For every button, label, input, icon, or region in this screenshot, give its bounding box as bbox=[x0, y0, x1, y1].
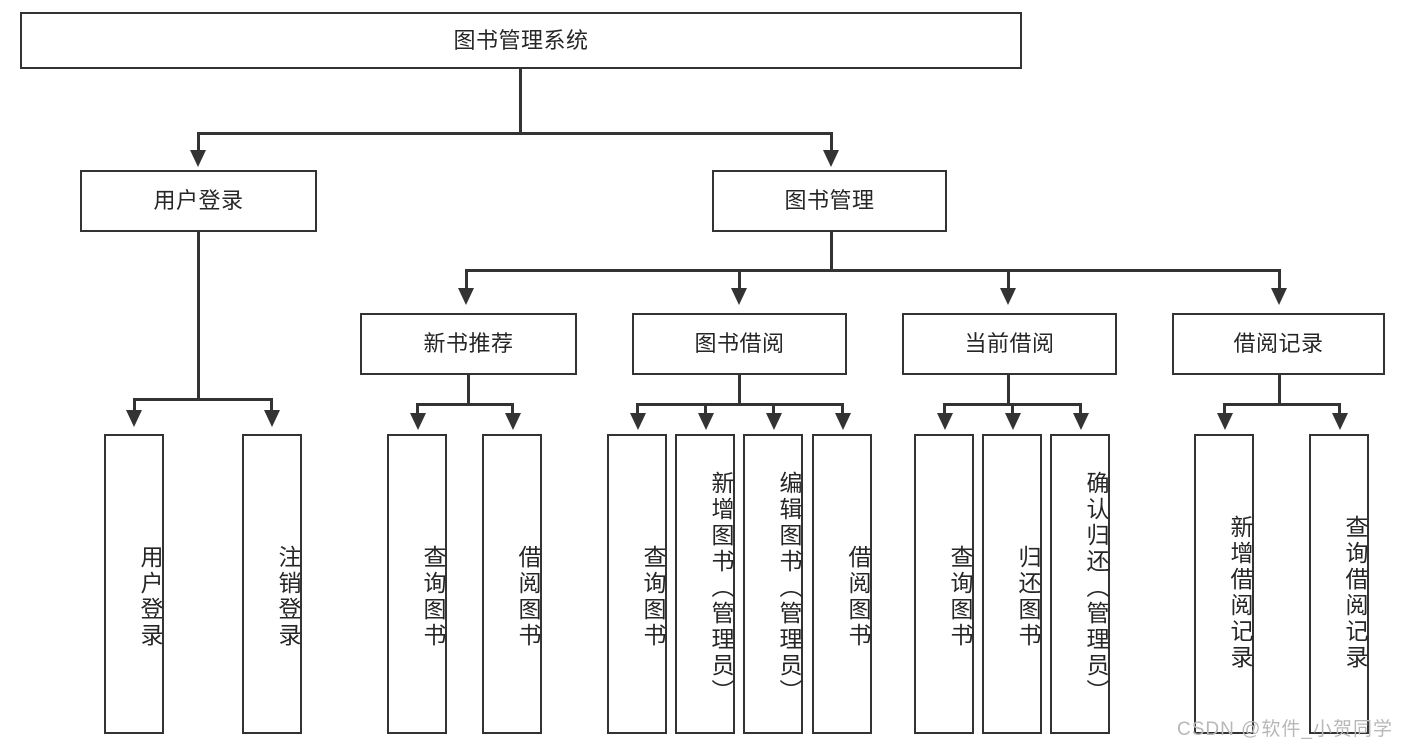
connector-nb-to-leaf-1 bbox=[416, 403, 419, 415]
node-label: 用户登录 bbox=[137, 545, 163, 649]
connector-cb-to-leaf-2 bbox=[1011, 403, 1014, 415]
node-label: 图书管理系统 bbox=[453, 27, 589, 53]
node-leaf-borrow-book[interactable]: 借阅图书 bbox=[812, 434, 872, 734]
node-label: 用户登录 bbox=[153, 188, 244, 214]
connector-user-login-stem bbox=[197, 232, 200, 400]
node-leaf-confirm-return-admin[interactable]: 确认归还（管理员） bbox=[1050, 434, 1110, 734]
node-label: 查询图书 bbox=[640, 545, 666, 649]
arrow-bm-to-current-borrow bbox=[1000, 288, 1016, 305]
arrow-user-login-to-leaf-1 bbox=[126, 410, 142, 427]
connector-bb-to-leaf-4 bbox=[841, 403, 844, 415]
arrow-br-to-leaf-2 bbox=[1332, 413, 1348, 430]
connector-cb-to-leaf-1 bbox=[943, 403, 946, 415]
arrow-bb-to-leaf-2 bbox=[698, 413, 714, 430]
connector-root-to-user-login bbox=[197, 132, 200, 152]
node-new-book-recommend[interactable]: 新书推荐 bbox=[360, 313, 577, 375]
node-label: 编辑图书（管理员） bbox=[776, 471, 802, 705]
node-book-management[interactable]: 图书管理 bbox=[712, 170, 947, 232]
connector-book-borrow-bus bbox=[636, 403, 842, 406]
node-label: 查询图书 bbox=[947, 545, 973, 649]
connector-bb-to-leaf-3 bbox=[772, 403, 775, 415]
node-label: 确认归还（管理员） bbox=[1083, 471, 1109, 705]
node-label: 新书推荐 bbox=[423, 331, 514, 357]
connector-bm-to-book-borrow bbox=[738, 269, 741, 291]
node-label: 归还图书 bbox=[1015, 545, 1041, 649]
node-book-borrow[interactable]: 图书借阅 bbox=[632, 313, 847, 375]
node-user-login[interactable]: 用户登录 bbox=[80, 170, 317, 232]
arrow-root-to-book-management bbox=[823, 150, 839, 167]
node-leaf-user-login[interactable]: 用户登录 bbox=[104, 434, 164, 734]
arrow-bb-to-leaf-1 bbox=[630, 413, 646, 430]
connector-bm-to-new-book bbox=[465, 269, 468, 291]
connector-bm-to-borrow-record bbox=[1278, 269, 1281, 291]
node-label: 图书管理 bbox=[784, 188, 875, 214]
connector-book-management-bus bbox=[465, 269, 1279, 272]
connector-current-borrow-stem bbox=[1007, 375, 1010, 405]
arrow-cb-to-leaf-3 bbox=[1073, 413, 1089, 430]
connector-book-borrow-stem bbox=[738, 375, 741, 405]
arrow-bb-to-leaf-3 bbox=[766, 413, 782, 430]
arrow-bm-to-borrow-record bbox=[1271, 288, 1287, 305]
arrow-bm-to-book-borrow bbox=[731, 288, 747, 305]
node-leaf-add-borrow-record[interactable]: 新增借阅记录 bbox=[1194, 434, 1254, 734]
node-label: 新增图书（管理员） bbox=[708, 471, 734, 705]
connector-user-login-to-leaf-2 bbox=[270, 398, 273, 412]
csdn-watermark: CSDN @软件_小贺同学 bbox=[1177, 719, 1393, 740]
connector-user-login-to-leaf-1 bbox=[133, 398, 136, 412]
node-label: 查询图书 bbox=[420, 545, 446, 649]
node-borrow-record[interactable]: 借阅记录 bbox=[1172, 313, 1385, 375]
node-leaf-add-book-admin[interactable]: 新增图书（管理员） bbox=[675, 434, 735, 734]
connector-br-to-leaf-2 bbox=[1338, 403, 1341, 415]
arrow-cb-to-leaf-1 bbox=[937, 413, 953, 430]
node-label: 注销登录 bbox=[275, 545, 301, 649]
node-leaf-query-borrow-record[interactable]: 查询借阅记录 bbox=[1309, 434, 1369, 734]
node-label: 借阅记录 bbox=[1233, 331, 1324, 357]
connector-root-stem bbox=[519, 69, 522, 134]
node-leaf-query-book-borrow[interactable]: 查询图书 bbox=[607, 434, 667, 734]
node-label: 借阅图书 bbox=[515, 545, 541, 649]
connector-borrow-record-bus bbox=[1223, 403, 1341, 406]
node-label: 图书借阅 bbox=[694, 331, 785, 357]
node-current-borrow[interactable]: 当前借阅 bbox=[902, 313, 1117, 375]
node-leaf-query-book-current[interactable]: 查询图书 bbox=[914, 434, 974, 734]
node-label: 新增借阅记录 bbox=[1227, 515, 1253, 671]
arrow-br-to-leaf-1 bbox=[1217, 413, 1233, 430]
connector-root-to-book-management bbox=[830, 132, 833, 152]
node-label: 查询借阅记录 bbox=[1342, 515, 1368, 671]
node-leaf-query-book-recommend[interactable]: 查询图书 bbox=[387, 434, 447, 734]
arrow-bb-to-leaf-4 bbox=[835, 413, 851, 430]
arrow-nb-to-leaf-1 bbox=[410, 413, 426, 430]
arrow-nb-to-leaf-2 bbox=[505, 413, 521, 430]
node-label: 当前借阅 bbox=[964, 331, 1055, 357]
connector-new-book-stem bbox=[467, 375, 470, 405]
arrow-cb-to-leaf-2 bbox=[1005, 413, 1021, 430]
connector-bb-to-leaf-2 bbox=[704, 403, 707, 415]
arrow-root-to-user-login bbox=[190, 150, 206, 167]
node-leaf-logout[interactable]: 注销登录 bbox=[242, 434, 302, 734]
arrow-user-login-to-leaf-2 bbox=[264, 410, 280, 427]
connector-nb-to-leaf-2 bbox=[511, 403, 514, 415]
node-leaf-edit-book-admin[interactable]: 编辑图书（管理员） bbox=[743, 434, 803, 734]
node-root-book-management-system[interactable]: 图书管理系统 bbox=[20, 12, 1022, 69]
node-label: 借阅图书 bbox=[845, 545, 871, 649]
connector-new-book-bus bbox=[416, 403, 514, 406]
connector-bb-to-leaf-1 bbox=[636, 403, 639, 415]
connector-borrow-record-stem bbox=[1278, 375, 1281, 405]
connector-br-to-leaf-1 bbox=[1223, 403, 1226, 415]
connector-root-bus bbox=[197, 132, 833, 135]
connector-user-login-bus bbox=[133, 398, 273, 401]
connector-book-management-stem bbox=[830, 232, 833, 271]
node-leaf-return-book[interactable]: 归还图书 bbox=[982, 434, 1042, 734]
connector-cb-to-leaf-3 bbox=[1079, 403, 1082, 415]
node-leaf-borrow-book-recommend[interactable]: 借阅图书 bbox=[482, 434, 542, 734]
connector-bm-to-current-borrow bbox=[1007, 269, 1010, 291]
arrow-bm-to-new-book bbox=[458, 288, 474, 305]
